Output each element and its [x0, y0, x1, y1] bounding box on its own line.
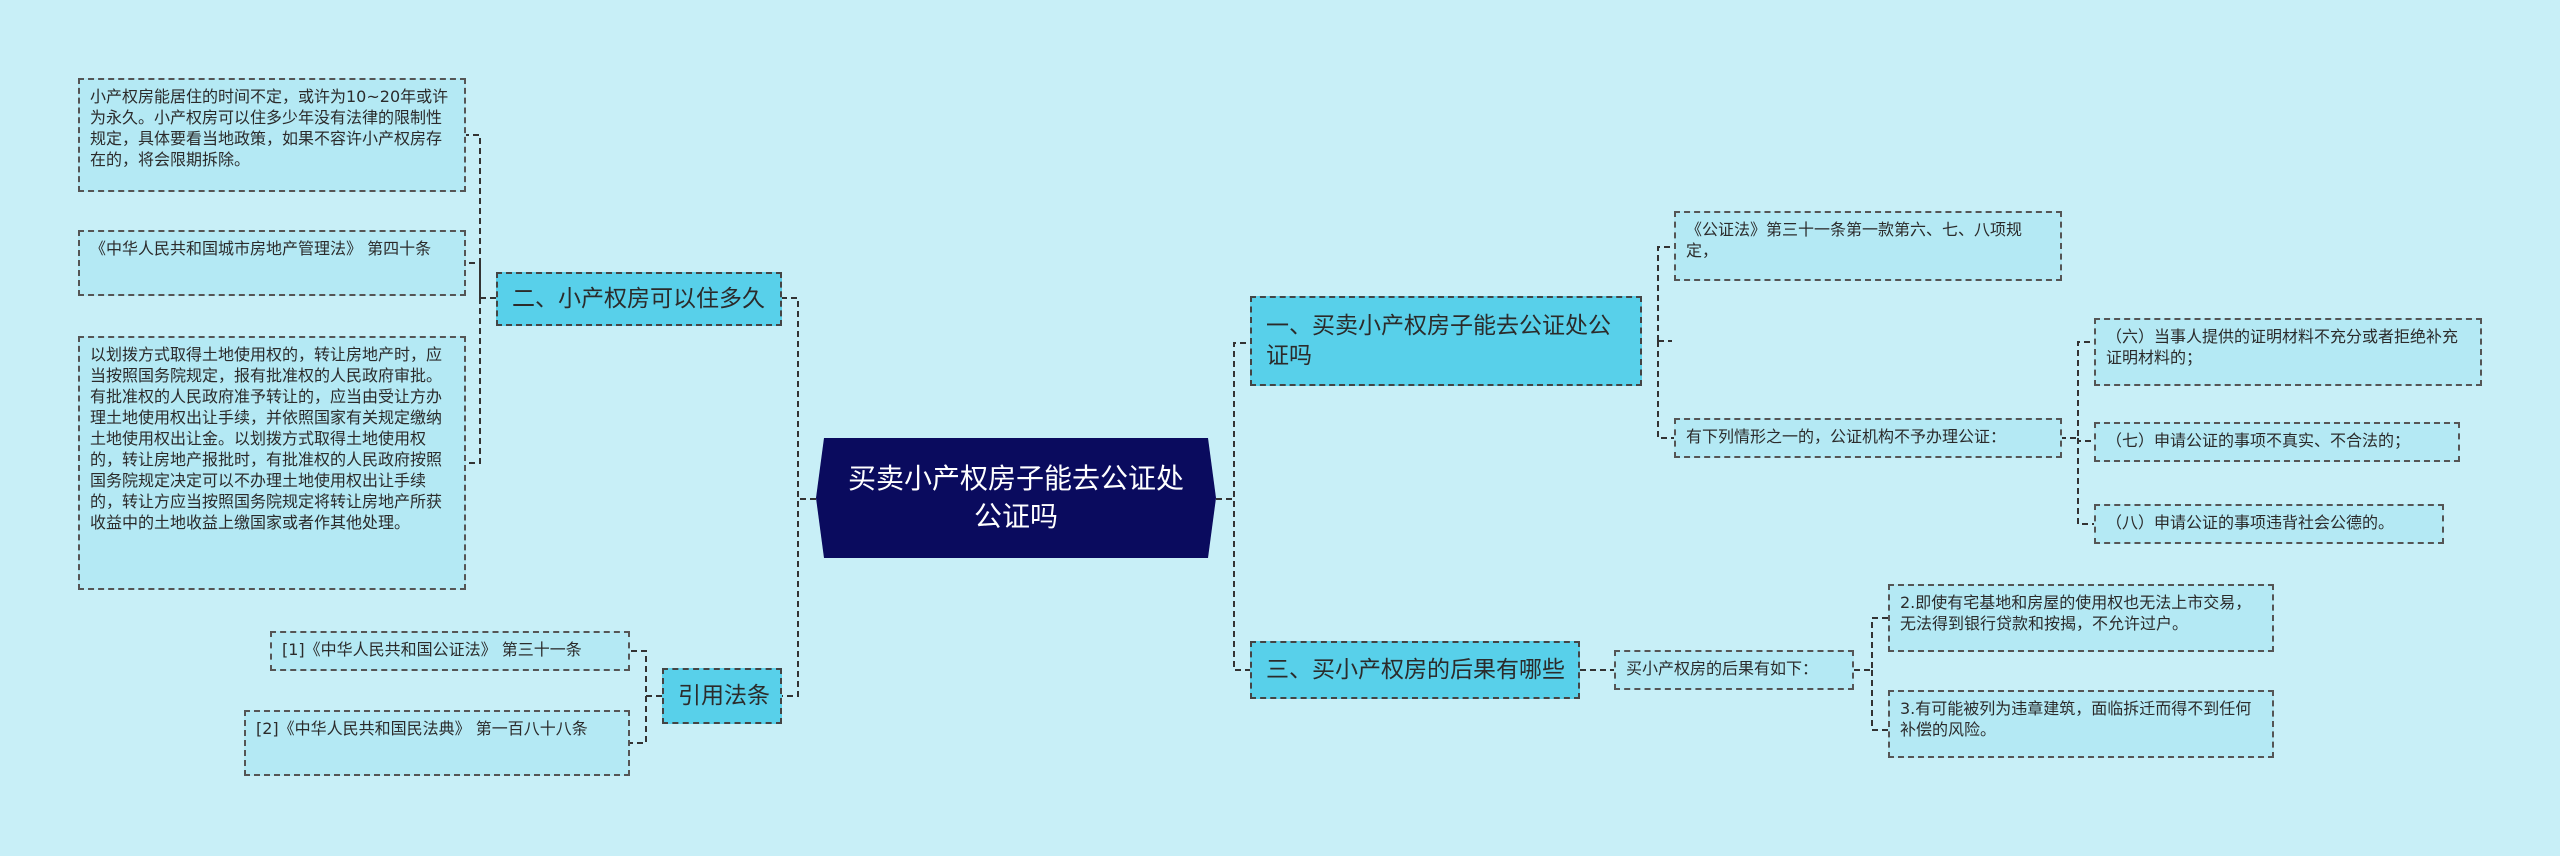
branch-can-notarize[interactable]: 一、买卖小产权房子能去公证处公证吗	[1250, 296, 1642, 386]
real-estate-law-ref[interactable]: 《中华人民共和国城市房地产管理法》 第四十条	[78, 230, 466, 296]
condition-8-text: （八）申请公证的事项违背社会公德的。	[2106, 513, 2395, 532]
consequences-intro-text: 买小产权房的后果有如下：	[1626, 659, 1819, 678]
connector-b2-leaves	[466, 134, 496, 464]
residence-duration-note-text: 小产权房能居住的时间不定，或许为10~20年或许为永久。小产权房可以住多少年没有…	[90, 87, 449, 169]
connector-root-b2	[782, 297, 816, 500]
connector-root-b4	[782, 498, 816, 697]
consequence-2[interactable]: 2.即使有宅基地和房屋的使用权也无法上市交易，无法得到银行贷款和按揭，不允许过户…	[1888, 584, 2274, 652]
condition-7[interactable]: （七）申请公证的事项不真实、不合法的；	[2094, 422, 2460, 462]
consequence-3-text: 3.有可能被列为违章建筑，面临拆迁而得不到任何补偿的风险。	[1900, 699, 2252, 739]
cited-law-1[interactable]: [1]《中华人民共和国公证法》 第三十一条	[270, 631, 630, 671]
notary-law-clause[interactable]: 《公证法》第三十一条第一款第六、七、八项规定，	[1674, 211, 2062, 281]
root-topic[interactable]: 买卖小产权房子能去公证处公证吗	[816, 438, 1216, 558]
condition-6[interactable]: （六）当事人提供的证明材料不充分或者拒绝补充证明材料的；	[2094, 318, 2482, 386]
condition-7-text: （七）申请公证的事项不真实、不合法的；	[2106, 431, 2411, 450]
branch-residence-duration[interactable]: 二、小产权房可以住多久	[496, 272, 782, 326]
connector-b1-leaves	[1657, 246, 1674, 439]
refusal-conditions-text: 有下列情形之一的，公证机构不予办理公证：	[1686, 427, 2007, 446]
condition-6-text: （六）当事人提供的证明材料不充分或者拒绝补充证明材料的；	[2106, 327, 2459, 367]
allocated-land-clause-text: 以划拨方式取得土地使用权的，转让房地产时，应当按照国务院规定，报有批准权的人民政…	[90, 345, 443, 532]
root-topic-label: 买卖小产权房子能去公证处公证吗	[847, 462, 1184, 533]
branch-cited-laws-label: 引用法条	[678, 683, 770, 709]
cited-law-2[interactable]: [2]《中华人民共和国民法典》 第一百八十八条	[244, 710, 630, 776]
connector-root-b3	[1216, 498, 1250, 671]
refusal-conditions[interactable]: 有下列情形之一的，公证机构不予办理公证：	[1674, 418, 2062, 458]
branch-consequences[interactable]: 三、买小产权房的后果有哪些	[1250, 641, 1580, 699]
consequence-2-text: 2.即使有宅基地和房屋的使用权也无法上市交易，无法得到银行贷款和按揭，不允许过户…	[1900, 593, 2252, 633]
connector-root-b1	[1216, 342, 1250, 500]
real-estate-law-ref-text: 《中华人民共和国城市房地产管理法》 第四十条	[90, 239, 432, 258]
connector-b4-items	[630, 650, 662, 744]
consequences-intro[interactable]: 买小产权房的后果有如下：	[1614, 650, 1854, 690]
consequence-3[interactable]: 3.有可能被列为违章建筑，面临拆迁而得不到任何补偿的风险。	[1888, 690, 2274, 758]
connector-law-items	[2060, 341, 2094, 525]
branch-can-notarize-label: 一、买卖小产权房子能去公证处公证吗	[1266, 313, 1611, 369]
condition-8[interactable]: （八）申请公证的事项违背社会公德的。	[2094, 504, 2444, 544]
notary-law-clause-text: 《公证法》第三十一条第一款第六、七、八项规定，	[1686, 220, 2023, 260]
branch-residence-duration-label: 二、小产权房可以住多久	[512, 286, 765, 312]
cited-law-1-text: [1]《中华人民共和国公证法》 第三十一条	[282, 640, 582, 659]
connector-consequence-items	[1854, 617, 1888, 731]
cited-law-2-text: [2]《中华人民共和国民法典》 第一百八十八条	[256, 719, 588, 738]
allocated-land-clause[interactable]: 以划拨方式取得土地使用权的，转让房地产时，应当按照国务院规定，报有批准权的人民政…	[78, 336, 466, 590]
branch-cited-laws[interactable]: 引用法条	[662, 668, 782, 724]
branch-consequences-label: 三、买小产权房的后果有哪些	[1266, 657, 1565, 683]
residence-duration-note[interactable]: 小产权房能居住的时间不定，或许为10~20年或许为永久。小产权房可以住多少年没有…	[78, 78, 466, 192]
